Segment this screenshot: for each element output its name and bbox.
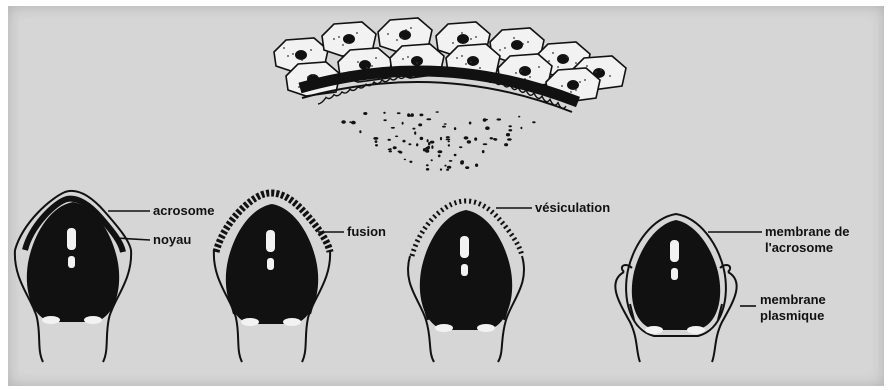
particle: [508, 129, 512, 131]
particle: [402, 122, 404, 125]
label-noyau: noyau: [153, 232, 191, 247]
particle: [475, 164, 478, 167]
label-membrane-plasmique-line2: plasmique: [760, 308, 824, 323]
particle: [532, 121, 535, 123]
particle: [383, 112, 385, 114]
particle: [390, 148, 392, 150]
particle: [504, 143, 508, 146]
particle: [446, 169, 449, 171]
sperm-head-stage-1: [15, 191, 131, 362]
particle: [373, 137, 378, 140]
particle: [409, 161, 412, 163]
particle: [465, 166, 469, 169]
particle: [351, 121, 356, 125]
particle: [509, 125, 512, 127]
particle: [407, 113, 410, 117]
particle: [506, 133, 510, 136]
particle: [442, 126, 446, 128]
label-acrosome: acrosome: [153, 203, 214, 218]
particle: [388, 139, 391, 141]
particle: [440, 137, 442, 140]
particle: [391, 127, 395, 129]
particle: [440, 168, 442, 170]
particle: [426, 118, 431, 120]
particle: [419, 114, 423, 117]
particle: [454, 127, 456, 130]
particle: [349, 121, 351, 123]
particle: [430, 141, 435, 144]
particle: [448, 144, 450, 146]
particle: [431, 145, 433, 149]
particle: [426, 168, 429, 171]
particle: [427, 139, 429, 142]
particle: [411, 113, 414, 117]
particle: [507, 138, 512, 140]
particle: [467, 140, 471, 143]
particle: [493, 138, 496, 140]
particle: [375, 140, 378, 143]
particle: [464, 136, 469, 139]
particle: [341, 120, 346, 124]
sperm-head-stage-4: [615, 214, 736, 362]
label-membrane-acrosome-line2: l'acrosome: [765, 240, 833, 255]
label-fusion: fusion: [347, 224, 386, 239]
particle: [485, 126, 490, 130]
particle: [414, 131, 416, 134]
particle: [383, 119, 386, 121]
particle: [474, 137, 477, 140]
particle: [454, 154, 457, 156]
particle: [483, 118, 487, 122]
particle: [482, 150, 485, 153]
particle: [363, 112, 367, 115]
particle: [483, 143, 488, 145]
particle: [420, 137, 424, 140]
particle: [438, 155, 441, 158]
particle: [359, 130, 361, 133]
particle: [447, 166, 451, 169]
particle: [497, 118, 502, 120]
particle: [398, 151, 402, 153]
particle: [389, 150, 392, 152]
particle: [408, 143, 411, 145]
sperm-head-stage-3: [408, 201, 524, 362]
label-membrane-plasmique-line1: membrane: [760, 292, 826, 307]
particle: [520, 127, 522, 129]
particle: [436, 111, 439, 113]
particle: [444, 123, 447, 125]
label-vesiculation: vésiculation: [535, 200, 610, 215]
particle: [416, 143, 418, 146]
particle: [444, 165, 446, 167]
particle: [395, 136, 398, 138]
corona-radiata-cells: [274, 18, 626, 102]
particle: [425, 150, 429, 153]
particle: [412, 128, 415, 130]
particle: [460, 161, 464, 164]
particle: [404, 159, 406, 161]
particle: [423, 148, 426, 151]
particle: [469, 122, 472, 125]
particle: [375, 144, 378, 146]
dispersed-particles: [341, 111, 535, 171]
particle: [490, 137, 493, 139]
particle: [431, 159, 433, 161]
particle: [446, 136, 450, 138]
particle: [426, 164, 429, 166]
particle: [397, 112, 401, 114]
particle: [393, 146, 397, 149]
particle: [446, 139, 451, 141]
particle: [418, 123, 422, 126]
sperm-head-stage-2: [214, 193, 330, 362]
particle: [402, 140, 405, 143]
label-membrane-acrosome-line1: membrane de: [765, 224, 850, 239]
particle: [459, 146, 462, 148]
particle: [449, 160, 453, 162]
particle: [518, 116, 520, 118]
particle: [448, 140, 450, 142]
particle: [438, 150, 443, 153]
